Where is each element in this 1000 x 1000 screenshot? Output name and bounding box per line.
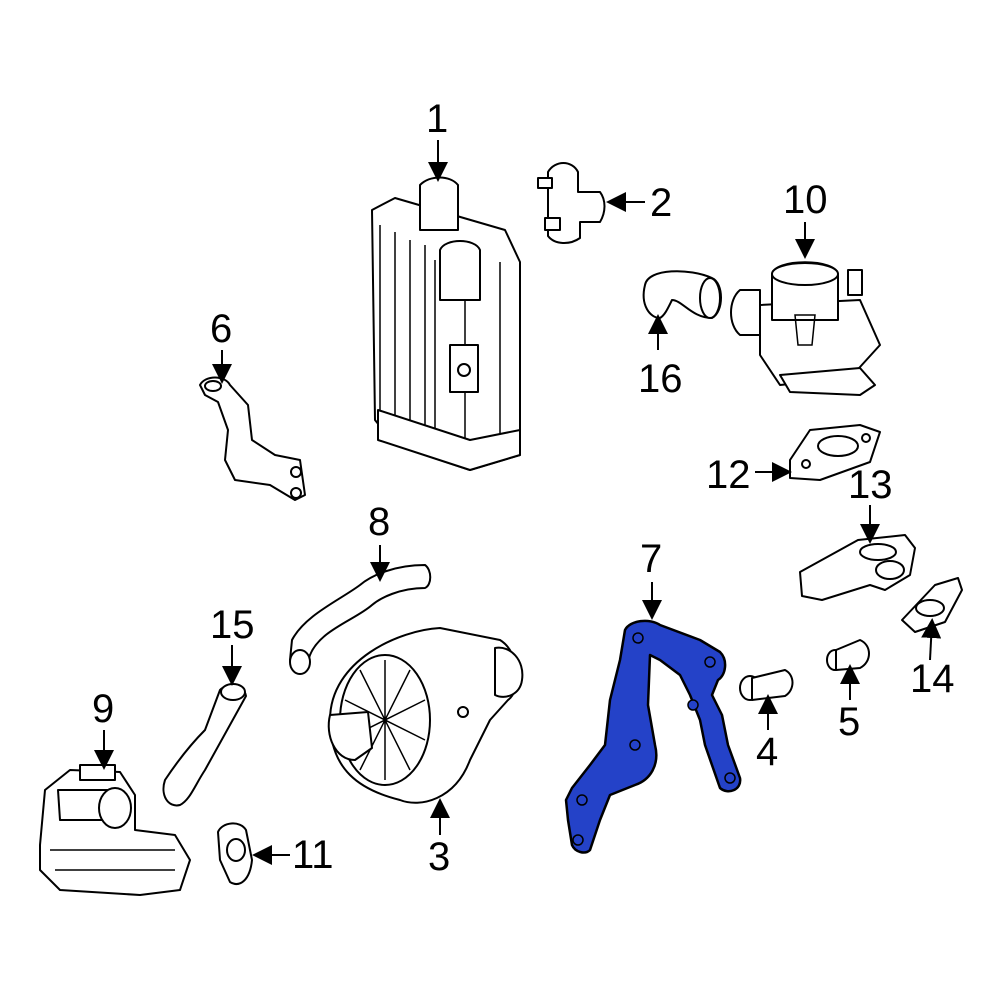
part-4-bolt[interactable] (739, 669, 794, 701)
part-15-hose[interactable] (162, 683, 247, 807)
part-6-bracket[interactable] (199, 376, 306, 501)
callout-12: 12 (706, 453, 751, 497)
callout-9: 9 (92, 687, 114, 731)
callout-1: 1 (426, 97, 448, 141)
part-7-bracket-highlighted[interactable] (564, 619, 742, 854)
callout-4: 4 (756, 730, 778, 774)
callout-2: 2 (650, 181, 672, 225)
part-11-gasket[interactable] (217, 822, 253, 885)
part-3-air-pump[interactable] (327, 627, 524, 804)
callout-11: 11 (292, 833, 334, 877)
part-10-valve-assembly[interactable] (730, 261, 881, 396)
part-13-flange-pipe[interactable] (799, 534, 916, 601)
callout-7: 7 (640, 537, 662, 581)
callout-6: 6 (210, 307, 232, 351)
callout-15: 15 (210, 603, 255, 647)
callout-8: 8 (368, 500, 390, 544)
part-8-hose[interactable] (289, 564, 432, 675)
part-14-gasket[interactable] (901, 577, 963, 633)
callout-16: 16 (638, 357, 683, 401)
part-1-canister[interactable] (371, 176, 521, 471)
callout-13: 13 (848, 463, 893, 507)
callout-3: 3 (428, 835, 450, 879)
part-2-valve[interactable] (537, 162, 606, 244)
leader-arrows (94, 140, 942, 865)
callout-14: 14 (910, 657, 955, 701)
part-5-bolt[interactable] (826, 639, 870, 671)
callout-5: 5 (838, 700, 860, 744)
part-16-hose[interactable] (642, 270, 722, 319)
callout-10: 10 (783, 178, 828, 222)
part-12-gasket[interactable] (789, 424, 881, 481)
